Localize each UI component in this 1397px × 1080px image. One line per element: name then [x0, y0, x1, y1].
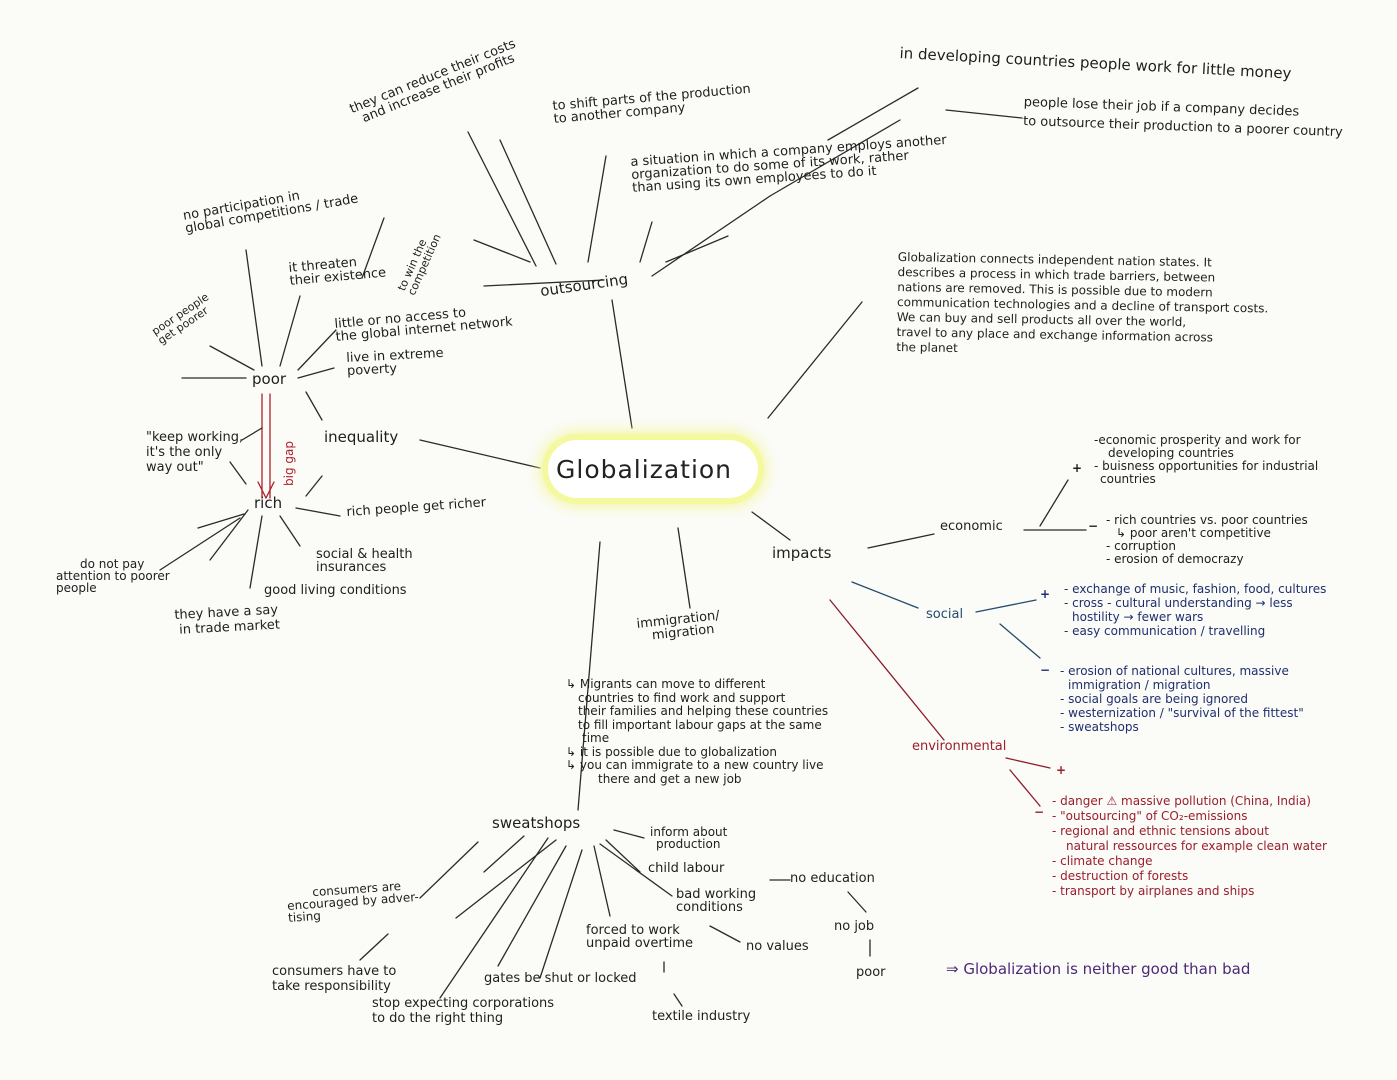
- conclusion-statement: ⇒ Globalization is neither good than bad: [946, 960, 1251, 978]
- sweatshops-no-job: no job: [834, 919, 875, 934]
- center-node-bubble: [548, 440, 758, 498]
- poor-node: poor: [252, 370, 287, 388]
- migration-notes: ↳ Migrants can move to different countri…: [566, 677, 829, 786]
- sweatshops-child-labour: child labour: [648, 861, 725, 876]
- sweatshops-no-values: no values: [746, 939, 809, 954]
- economic-positive-list: -economic prosperity and work for develo…: [1094, 433, 1319, 486]
- connector-center-outsourcing: [611, 299, 633, 429]
- big-gap-label: big gap: [282, 441, 296, 486]
- globalization-definition: Globalization connects independent natio…: [896, 250, 1269, 356]
- keep-working-quote: "keep working, it's the only way out": [146, 430, 244, 475]
- social-plus-sign: +: [1040, 587, 1051, 601]
- economic-plus-sign: +: [1072, 461, 1083, 475]
- rich-have-a-say: they have a say in trade market: [174, 602, 281, 638]
- sweatshops-textile: textile industry: [652, 1009, 751, 1024]
- social-minus-sign: −: [1040, 663, 1051, 677]
- sweatshops-gates: gates be shut or locked: [484, 971, 637, 986]
- rich-node: rich: [254, 494, 283, 512]
- environmental-plus-sign: +: [1056, 763, 1067, 777]
- inequality-node: inequality: [324, 428, 399, 446]
- center-node-title: Globalization: [556, 455, 733, 484]
- sweatshops-inform: inform about production: [650, 825, 728, 851]
- connector-center-inequality: [419, 439, 541, 469]
- connector-center-definition: [767, 301, 863, 419]
- poor-extreme-poverty: live in extreme poverty: [345, 345, 444, 379]
- sweatshops-stop-expecting: stop expecting corporations to do the ri…: [372, 996, 555, 1026]
- connector-center-migration: [677, 527, 691, 609]
- sweatshops-forced: forced to work unpaid overtime: [586, 923, 694, 951]
- economic-minus-sign: −: [1088, 519, 1099, 533]
- impacts-node: impacts: [772, 544, 832, 562]
- sweatshops-poor: poor: [856, 965, 886, 980]
- economic-negative-list: - rich countries vs. poor countries ↳ po…: [1106, 513, 1308, 566]
- sweatshops-bad-working: bad working conditions: [676, 887, 757, 915]
- environmental-node: environmental: [912, 739, 1007, 754]
- rich-living-conditions: good living conditions: [264, 583, 407, 598]
- rich-no-attention: do not pay attention to poorer people: [56, 557, 170, 595]
- social-node: social: [926, 607, 964, 622]
- sweatshops-consumers-responsibility: consumers have to take responsibility: [272, 964, 397, 994]
- connector-center-impacts: [751, 511, 791, 541]
- social-positive-list: - exchange of music, fashion, food, cult…: [1064, 582, 1327, 638]
- economic-node: economic: [940, 519, 1003, 534]
- sweatshops-no-education: no education: [790, 871, 875, 886]
- sweatshops-node: sweatshops: [492, 814, 581, 832]
- environmental-negative-list: - danger ⚠ massive pollution (China, Ind…: [1052, 794, 1327, 898]
- rich-insurances: social & health insurances: [316, 547, 413, 575]
- social-negative-list: - erosion of national cultures, massive …: [1060, 664, 1304, 734]
- environmental-minus-sign: −: [1034, 805, 1045, 819]
- connector-center-sweatshops: [577, 541, 601, 811]
